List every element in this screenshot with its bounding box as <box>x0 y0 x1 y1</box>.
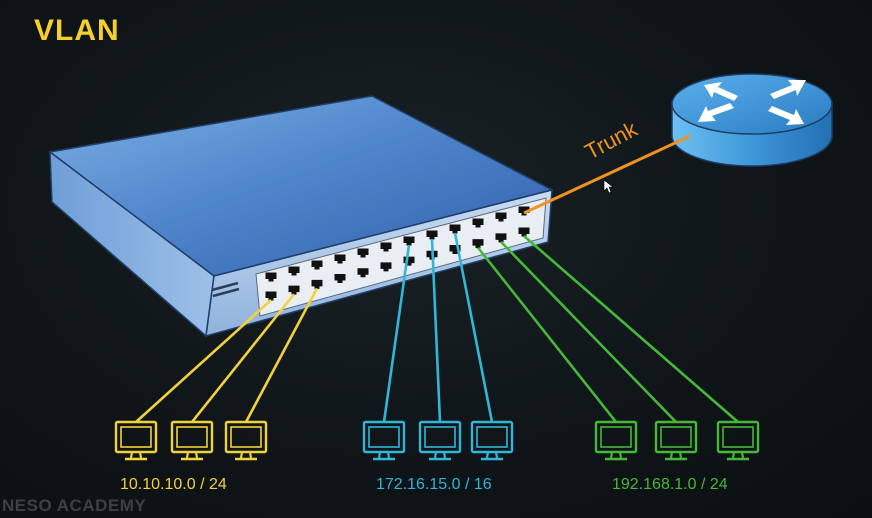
cable-group <box>135 134 739 423</box>
subnet-label-green: 192.168.1.0 / 24 <box>612 476 728 493</box>
access-cable <box>453 232 494 423</box>
access-cable <box>190 293 296 423</box>
access-cable <box>500 240 677 423</box>
switch-icon <box>48 95 555 338</box>
access-cable <box>430 238 442 423</box>
trunk-cable <box>523 134 691 215</box>
router-icon <box>671 73 833 167</box>
mouse-cursor-icon <box>603 179 614 194</box>
monitor-icon <box>654 420 698 461</box>
monitor-icon <box>716 420 760 461</box>
access-cable <box>476 246 618 423</box>
monitor-group <box>114 420 760 461</box>
monitor-icon <box>418 420 462 461</box>
monitor-icon <box>114 420 158 461</box>
access-cable <box>382 244 411 423</box>
monitor-icon <box>594 420 638 461</box>
access-cable <box>523 235 739 423</box>
subnet-label-yellow: 10.10.10.0 / 24 <box>120 476 227 493</box>
access-cable <box>244 287 319 423</box>
monitor-icon <box>470 420 514 461</box>
monitor-icon <box>362 420 406 461</box>
monitor-icon <box>224 420 268 461</box>
trunk-label: Trunk <box>581 116 643 165</box>
monitor-icon <box>170 420 214 461</box>
page-title: VLAN <box>34 14 120 47</box>
access-cable <box>135 299 272 423</box>
subnet-label-blue: 172.16.15.0 / 16 <box>376 476 492 493</box>
watermark: NESO ACADEMY <box>2 496 147 515</box>
